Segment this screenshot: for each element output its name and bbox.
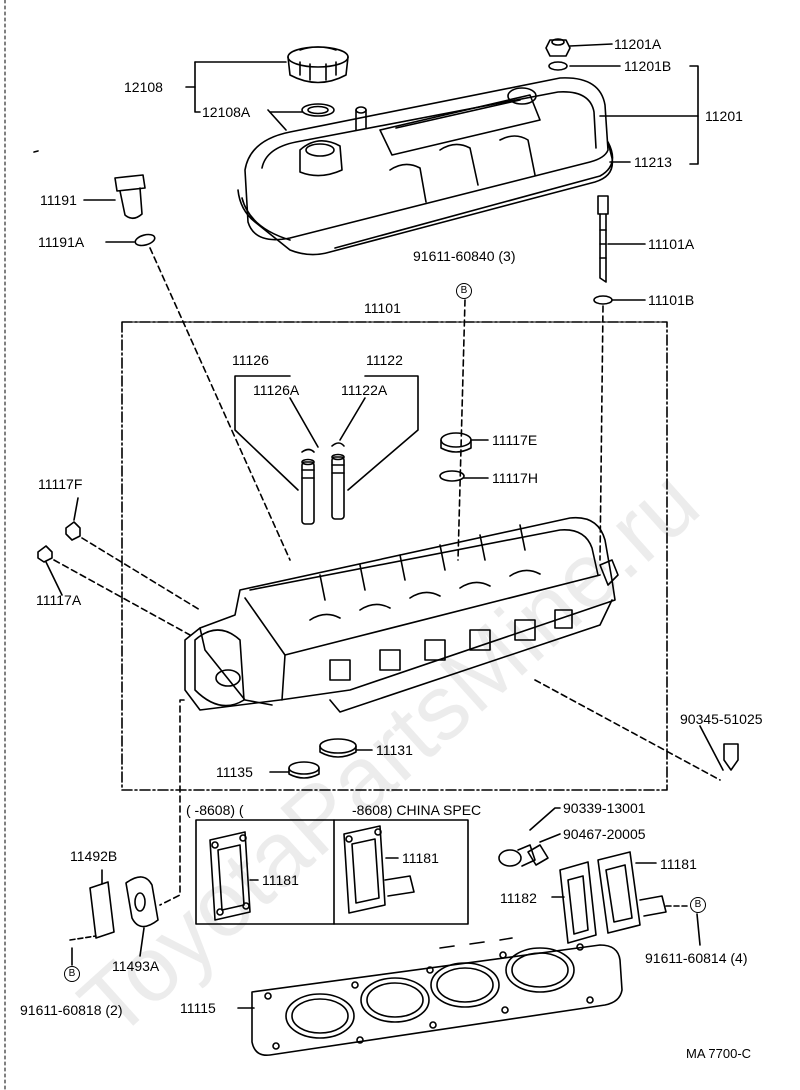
cover-nut [545,38,571,57]
label-90345-51025: 90345-51025 [680,711,763,727]
cover-plate-right [343,825,415,914]
label-11182: 11182 [500,890,537,906]
label-11101B: 11101B [648,292,695,308]
label-11117A: 11117A [36,592,82,608]
bracket-12108 [194,61,201,113]
gasket-11493A [125,876,159,928]
leader-11126A [289,397,319,448]
label-11122: 11122 [366,352,403,368]
dash-11117F [81,537,201,611]
dash-11117A [53,559,191,636]
label-90467-20005: 90467-20005 [563,826,646,842]
stud-bolt [597,195,609,283]
gasket-11182 [559,861,597,944]
label-11201: 11201 [705,108,743,124]
label-11135: 11135 [216,764,253,780]
leader-90467 [539,833,561,843]
label-11181-left: 11181 [262,872,299,888]
plug-11117F [65,521,81,541]
label-11117E: 11117E [492,432,538,448]
dash-outlet [159,699,185,906]
leader-11117A [45,561,63,596]
leader-91611-60814 [696,913,701,946]
b-marker-icon: B [690,897,706,913]
leader-11201A [569,43,613,47]
label-11126A: 11126A [253,382,300,398]
dash-60818 [69,935,97,941]
label-11181-c: 11181 [660,856,697,872]
guide-clip-left [301,448,315,453]
label-11131: 11131 [376,742,413,758]
label-91611-60818: 91611-60818 (2) [20,1002,123,1018]
label-variant-china: -8608) CHINA SPEC [352,802,482,818]
plug-gasket-11117H [439,470,465,482]
oil-filler-cap [287,46,349,84]
label-11126: 11126 [232,352,269,368]
seal-11131 [319,738,357,758]
leader-11493A [139,927,145,957]
leader-90339 [529,807,561,831]
label-90339-13001: 90339-13001 [563,800,646,816]
label-11492B: 11492B [70,848,118,864]
leader-11126 [234,375,299,491]
label-91611-60840: 91611-60840 (3) [413,248,516,264]
cover-plate-11181 [597,851,667,934]
valve-guide-left [301,458,315,525]
stray-mark [33,150,39,153]
gasket-11492B [89,881,115,939]
leader-11117F [73,497,79,521]
label-12108: 12108 [124,79,163,95]
cover-washer [548,61,568,71]
bracket-11201 [689,65,699,165]
label-variant-left: ( -8608) ( [186,802,244,818]
label-11201B: 11201B [624,58,672,74]
insert-11191 [114,174,146,220]
cylinder-head [184,516,619,713]
dash-90345 [534,679,721,781]
label-12108A: 12108A [202,104,251,120]
b-marker-icon: B [456,283,472,299]
dash-stud [599,305,604,561]
variant-box [195,819,469,925]
plug-11117A [37,545,53,563]
switch-90467 [527,844,549,866]
head-gasket [251,937,623,1057]
cover-gasket-edge [241,197,291,241]
b-marker-icon: B [64,966,80,982]
leader-11122A [339,397,366,441]
label-11213: 11213 [634,154,672,170]
seal-11135 [288,761,320,779]
label-11101A: 11101A [648,236,695,252]
label-91611-60814: 91611-60814 (4) [645,950,748,966]
label-11201A: 11201A [614,36,662,52]
dash-insert [149,247,291,561]
bolt-90345 [723,743,739,771]
head-cover [244,77,609,241]
valve-guide-right [331,453,345,520]
diagram-code: MA 7700-C [686,1046,752,1061]
label-11101: 11101 [364,300,401,316]
label-11115: 11115 [180,1000,216,1016]
insert-gasket [134,233,156,247]
cover-gasket [237,141,614,256]
stud-washer [593,295,613,305]
sensor-90339 [498,844,536,867]
guide-clip-right [331,442,345,447]
leader-11122 [347,375,419,491]
label-11493A: 11493A [112,958,160,974]
label-11117F: 11117F [38,476,83,492]
leader-90345 [699,725,724,771]
dash-b-bolts [457,299,466,561]
cap-gasket [301,103,335,117]
plug-11117E [440,432,472,453]
label-11191: 11191 [40,192,77,208]
label-11117H: 11117H [492,470,538,486]
label-11122A: 11122A [341,382,388,398]
label-11191A: 11191A [38,234,85,250]
cover-plate-left [209,831,251,921]
label-11181-right: 11181 [402,850,439,866]
